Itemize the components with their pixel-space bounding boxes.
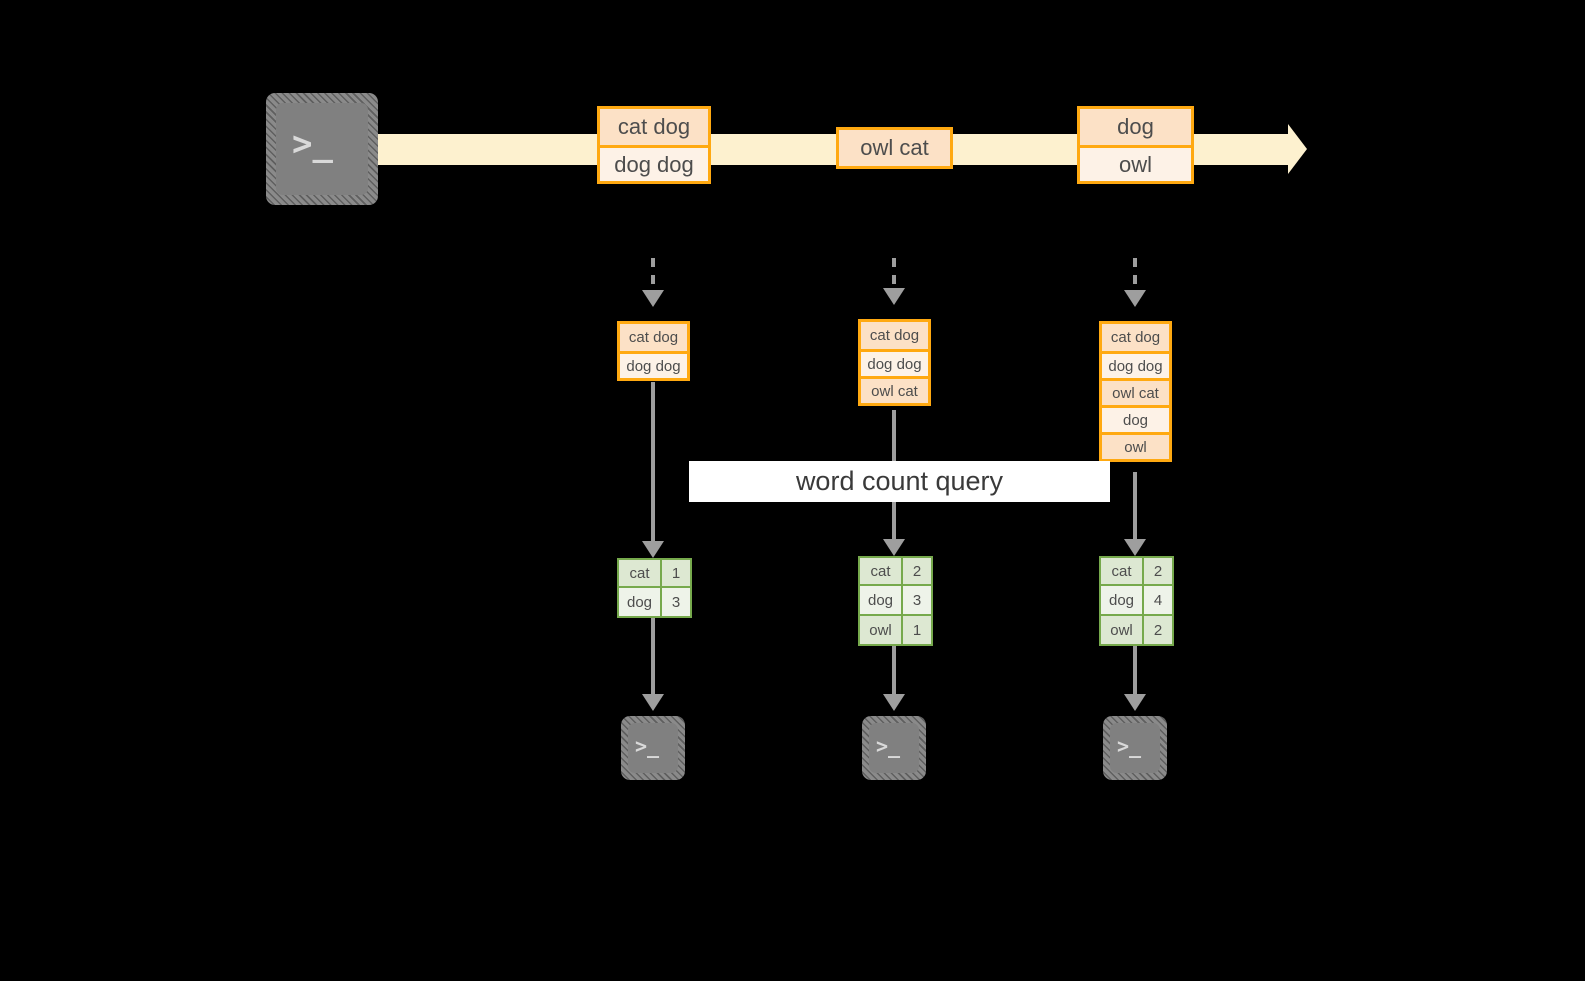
stage-3-query-arrowhead <box>1124 539 1146 556</box>
result-count: 2 <box>1144 556 1174 586</box>
table-row: owl 1 <box>858 616 933 646</box>
stream-record-1[interactable]: cat dog dog dog <box>597 106 711 184</box>
stage-3-query-connector <box>1133 472 1137 546</box>
table-row: dog 4 <box>1099 586 1174 616</box>
stage-3-sink-arrowhead <box>1124 694 1146 711</box>
terminal-prompt-glyph: >_ <box>1117 734 1142 758</box>
result-word: owl <box>1099 616 1144 646</box>
table-row: cat 2 <box>858 556 933 586</box>
stage-1-sink-arrowhead <box>642 694 664 711</box>
table-row: cat 1 <box>617 558 692 588</box>
stream-record-3[interactable]: dog owl <box>1077 106 1194 184</box>
result-word: dog <box>617 588 662 618</box>
stage-2-result-table[interactable]: cat 2 dog 3 owl 1 <box>858 556 933 646</box>
terminal-face <box>869 723 919 773</box>
stage-1-result-table[interactable]: cat 1 dog 3 <box>617 558 692 618</box>
state-line: owl cat <box>861 376 928 403</box>
terminal-prompt-glyph: >_ <box>635 734 660 758</box>
result-count: 4 <box>1144 586 1174 616</box>
record-line: cat dog <box>600 109 708 145</box>
query-label: word count query <box>795 466 1004 496</box>
stream-record-2[interactable]: owl cat <box>836 127 953 169</box>
terminal-face <box>628 723 678 773</box>
stream-to-state-arrowhead-2 <box>883 288 905 305</box>
result-word: owl <box>858 616 903 646</box>
record-line: owl cat <box>839 130 950 166</box>
result-word: cat <box>858 556 903 586</box>
stage-1-state-box[interactable]: cat dog dog dog <box>617 321 690 381</box>
stream-to-state-arrowhead-1 <box>642 290 664 307</box>
source-terminal-icon[interactable]: >_ <box>266 93 378 205</box>
result-count: 3 <box>662 588 692 618</box>
stream-to-state-connector-2 <box>892 258 896 290</box>
stage-2-sink-arrowhead <box>883 694 905 711</box>
stage-3-sink-connector <box>1133 646 1137 700</box>
stage-2-query-arrowhead <box>883 539 905 556</box>
result-word: cat <box>1099 556 1144 586</box>
stage-1-query-arrowhead <box>642 541 664 558</box>
stage-3-sink-terminal-icon[interactable]: >_ <box>1103 716 1167 780</box>
result-count: 2 <box>903 556 933 586</box>
state-line: cat dog <box>620 324 687 351</box>
stream-arrowhead-icon <box>1288 124 1307 174</box>
terminal-prompt-glyph: >_ <box>292 124 333 164</box>
terminal-face <box>276 103 368 195</box>
record-line: dog dog <box>600 145 708 181</box>
state-line: cat dog <box>861 322 928 349</box>
terminal-prompt-glyph: >_ <box>876 734 901 758</box>
stage-2-sink-connector <box>892 646 896 700</box>
result-count: 1 <box>903 616 933 646</box>
state-line: dog <box>1102 405 1169 432</box>
state-line: dog dog <box>861 349 928 376</box>
state-line: dog dog <box>1102 351 1169 378</box>
terminal-face <box>1110 723 1160 773</box>
result-word: dog <box>858 586 903 616</box>
result-count: 1 <box>662 558 692 588</box>
stage-1-query-connector <box>651 382 655 548</box>
query-label-band: word count query <box>689 461 1110 502</box>
state-line: owl cat <box>1102 378 1169 405</box>
stage-1-sink-connector <box>651 618 655 700</box>
result-count: 2 <box>1144 616 1174 646</box>
stage-3-state-box[interactable]: cat dog dog dog owl cat dog owl <box>1099 321 1172 462</box>
stage-2-sink-terminal-icon[interactable]: >_ <box>862 716 926 780</box>
table-row: owl 2 <box>1099 616 1174 646</box>
stage-2-state-box[interactable]: cat dog dog dog owl cat <box>858 319 931 406</box>
stage-1-sink-terminal-icon[interactable]: >_ <box>621 716 685 780</box>
table-row: dog 3 <box>617 588 692 618</box>
result-word: cat <box>617 558 662 588</box>
stream-to-state-arrowhead-3 <box>1124 290 1146 307</box>
table-row: cat 2 <box>1099 556 1174 586</box>
stage-3-result-table[interactable]: cat 2 dog 4 owl 2 <box>1099 556 1174 646</box>
result-count: 3 <box>903 586 933 616</box>
record-line: owl <box>1080 145 1191 181</box>
stream-to-state-connector-1 <box>651 258 655 292</box>
result-word: dog <box>1099 586 1144 616</box>
state-line: owl <box>1102 432 1169 459</box>
state-line: cat dog <box>1102 324 1169 351</box>
record-line: dog <box>1080 109 1191 145</box>
state-line: dog dog <box>620 351 687 378</box>
stream-to-state-connector-3 <box>1133 258 1137 292</box>
table-row: dog 3 <box>858 586 933 616</box>
